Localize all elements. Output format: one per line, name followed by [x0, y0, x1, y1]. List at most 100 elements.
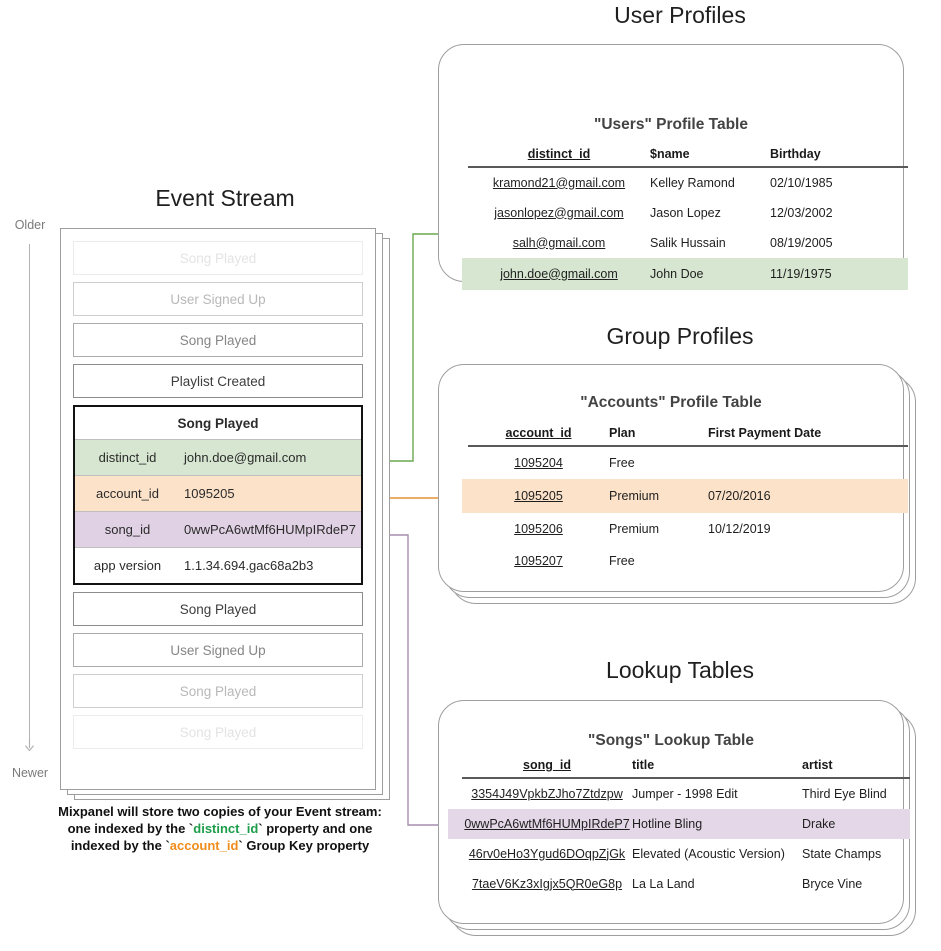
header-rule [468, 445, 908, 447]
accounts-table: account_id Plan First Payment Date 10952… [462, 426, 908, 577]
column-header-distinct-id: distinct_id [527, 147, 591, 161]
table-row-highlighted[interactable]: 0wwPcA6wtMf6HUMpIRdeP7 Hotline Bling Dra… [448, 808, 910, 839]
cell-song-id: 46rv0eHo3Ygud6DOqpZjGk [468, 846, 626, 861]
cell-birthday: 02/10/1985 [770, 175, 833, 190]
cell-plan: Premium [609, 521, 660, 536]
cell-plan: Free [609, 455, 635, 470]
cell-song-id: 7taeV6Kz3xIgjx5QR0eG8p [471, 876, 623, 891]
cell-title: Hotline Bling [632, 816, 703, 831]
down-arrow-icon [24, 739, 35, 752]
event-row[interactable]: Song Played [73, 323, 363, 357]
cell-first-payment-date: 07/20/2016 [708, 488, 771, 503]
cell-birthday: 12/03/2002 [770, 205, 833, 220]
accounts-card-front [438, 364, 904, 592]
caption-line-2: one indexed by the `distinct_id` propert… [40, 820, 400, 837]
property-key: distinct_id [98, 450, 157, 465]
cell-artist: State Champs [802, 846, 882, 861]
caption-line-3: indexed by the `account_id` Group Key pr… [40, 837, 400, 854]
cell-birthday: 08/19/2005 [770, 235, 833, 250]
cell-title: Jumper - 1998 Edit [632, 786, 738, 801]
timeline: Older Newer [0, 218, 60, 784]
event-stream-panel: Song Played User Signed Up Song Played P… [60, 228, 390, 800]
cell-song-id: 0wwPcA6wtMf6HUMpIRdeP7 [464, 816, 630, 831]
event-row[interactable]: Song Played [73, 715, 363, 749]
table-row[interactable]: 7taeV6Kz3xIgjx5QR0eG8p La La Land Bryce … [462, 869, 910, 899]
event-label: Song Played [179, 724, 257, 740]
cell-name: Kelley Ramond [650, 175, 735, 190]
event-label: Song Played [179, 683, 257, 699]
event-label: User Signed Up [170, 291, 266, 307]
table-row-highlighted[interactable]: john.doe@gmail.com John Doe 11/19/1975 [462, 257, 908, 290]
users-table-title: "Users" Profile Table [594, 116, 748, 133]
cell-name: John Doe [650, 266, 704, 281]
table-row-highlighted[interactable]: 1095205 Premium 07/20/2016 [462, 478, 908, 513]
table-row[interactable]: jasonlopez@gmail.com Jason Lopez 12/03/2… [468, 198, 908, 228]
property-value: john.doe@gmail.com [184, 450, 307, 465]
cell-account-id: 1095207 [514, 553, 563, 568]
caption-line-1: Mixpanel will store two copies of your E… [58, 804, 382, 819]
table-row[interactable]: 46rv0eHo3Ygud6DOqpZjGk Elevated (Acousti… [462, 839, 910, 869]
lookup-tables-title: Lookup Tables [606, 657, 754, 683]
event-property-row: app version 1.1.34.694.gac68a2b3 [75, 547, 361, 583]
event-property-row: account_id 1095205 [75, 475, 361, 511]
backtick: ` [238, 838, 243, 853]
header-rule [468, 166, 908, 168]
event-property-row: song_id 0wwPcA6wtMf6HUMpIRdeP7 [75, 511, 361, 547]
cell-account-id: 1095206 [514, 521, 563, 536]
backtick: ` [188, 821, 194, 836]
selected-event-card[interactable]: Song Played distinct_id john.doe@gmail.c… [73, 405, 363, 585]
column-header-name: $name [650, 147, 690, 161]
table-header-row: song_id title artist [462, 758, 910, 772]
timeline-line [29, 244, 30, 744]
cell-artist: Third Eye Blind [802, 786, 887, 801]
cell-name: Jason Lopez [650, 205, 721, 220]
cell-artist: Bryce Vine [802, 876, 863, 891]
event-label: Song Played [179, 250, 257, 266]
cell-account-id: 1095204 [514, 455, 563, 470]
table-row[interactable]: 1095207 Free [468, 545, 908, 577]
cell-song-id: 3354J49VpkbZJho7Ztdzpw [471, 786, 623, 801]
table-row[interactable]: salh@gmail.com Salik Hussain 08/19/2005 [468, 228, 908, 258]
column-header-first-payment-date: First Payment Date [708, 426, 822, 440]
property-key: song_id [104, 522, 151, 537]
cell-title: Elevated (Acoustic Version) [632, 846, 785, 861]
property-key: app version [93, 558, 162, 573]
event-row[interactable]: Song Played [73, 241, 363, 275]
diagram-caption: Mixpanel will store two copies of your E… [40, 803, 400, 854]
distinct-id-token: distinct_id [193, 821, 259, 836]
backtick: ` [165, 838, 170, 853]
event-list: Song Played User Signed Up Song Played P… [73, 241, 363, 756]
cell-artist: Drake [802, 816, 836, 831]
property-value: 1095205 [184, 486, 235, 501]
event-row[interactable]: Song Played [73, 674, 363, 708]
user-profiles-title: User Profiles [614, 2, 746, 28]
column-header-title: title [632, 758, 655, 772]
event-row[interactable]: Song Played [73, 592, 363, 626]
table-row[interactable]: 1095206 Premium 10/12/2019 [468, 513, 908, 545]
timeline-newer-label: Newer [11, 766, 49, 780]
songs-card-stack: "Songs" Lookup Table song_id title artis… [438, 700, 938, 948]
table-row[interactable]: 1095204 Free [468, 447, 908, 479]
cell-distinct-id: kramond21@gmail.com [492, 175, 626, 190]
backtick: ` [258, 821, 263, 836]
event-row[interactable]: Playlist Created [73, 364, 363, 398]
accounts-card-stack: "Accounts" Profile Table account_id Plan… [438, 364, 938, 616]
column-header-birthday: Birthday [770, 147, 821, 161]
table-header-row: distinct_id $name Birthday [468, 147, 908, 161]
event-row[interactable]: User Signed Up [73, 633, 363, 667]
event-row[interactable]: User Signed Up [73, 282, 363, 316]
property-key: account_id [96, 486, 159, 501]
property-value: 1.1.34.694.gac68a2b3 [184, 558, 314, 573]
cell-birthday: 11/19/1975 [770, 266, 832, 281]
table-header-row: account_id Plan First Payment Date [468, 426, 908, 440]
event-label: User Signed Up [170, 642, 266, 658]
group-profiles-title: Group Profiles [606, 323, 754, 349]
cell-distinct-id: john.doe@gmail.com [500, 266, 618, 281]
column-header-artist: artist [802, 758, 833, 772]
table-row[interactable]: 3354J49VpkbZJho7Ztdzpw Jumper - 1998 Edi… [462, 779, 910, 809]
table-row[interactable]: kramond21@gmail.com Kelley Ramond 02/10/… [468, 168, 908, 198]
column-header-song-id: song_id [523, 758, 571, 772]
event-stream-title: Event Stream [155, 185, 295, 211]
event-label: Song Played [179, 332, 257, 348]
caption-text: one indexed by the [67, 821, 189, 836]
